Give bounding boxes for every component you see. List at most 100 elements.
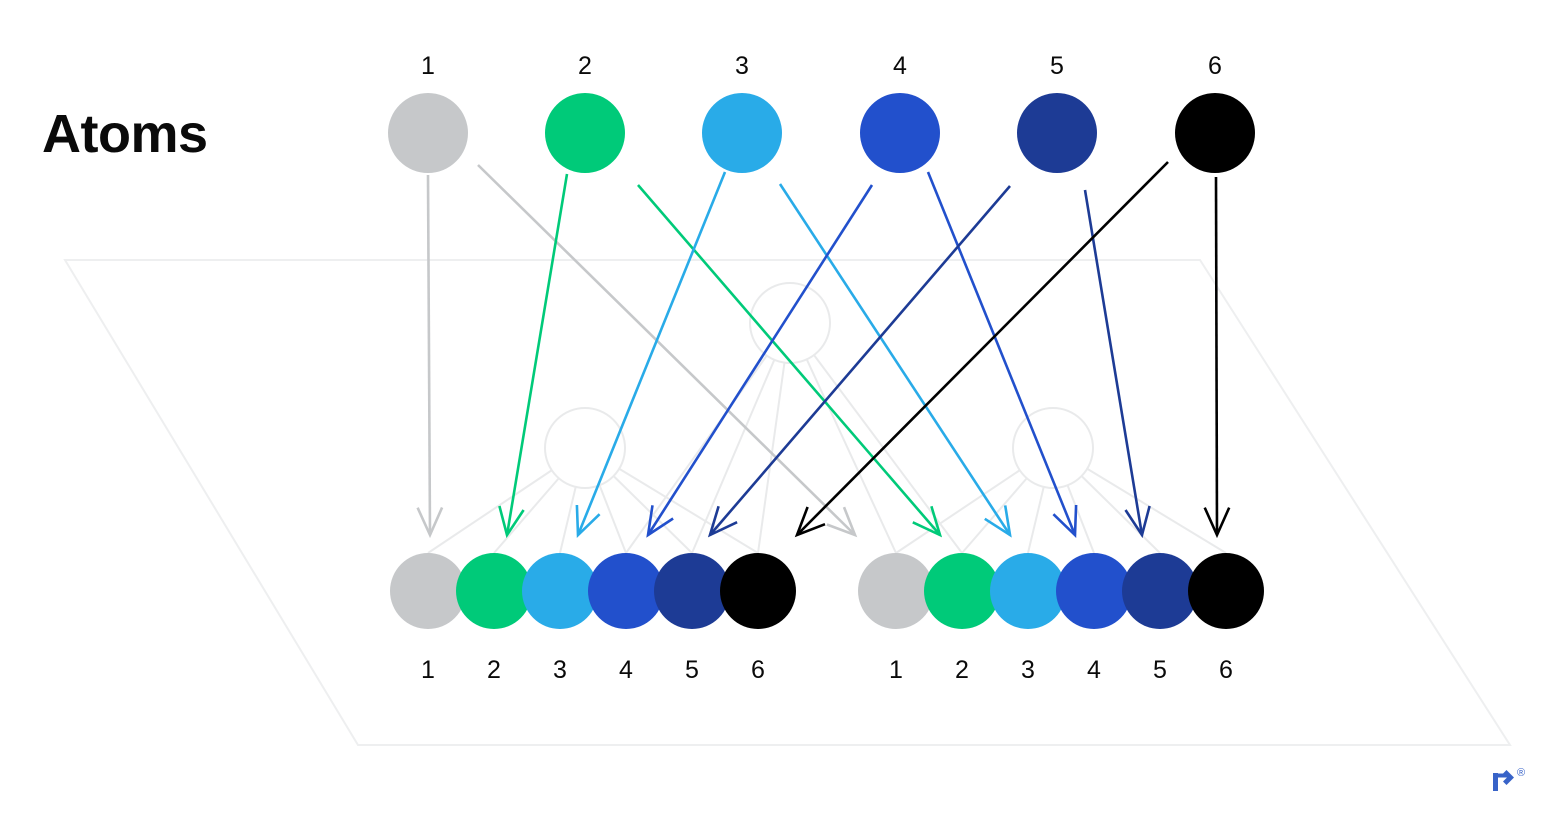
arrow-atom2-to-right-2 — [637, 184, 943, 538]
atom-circle-2[interactable] — [545, 93, 625, 173]
connection-arrows-layer — [416, 161, 1231, 539]
arrow-atom4-to-left-4 — [646, 184, 874, 538]
cluster-left-label-4: 4 — [619, 656, 633, 684]
atom-label-3: 3 — [735, 52, 749, 80]
registered-mark: ® — [1517, 767, 1525, 779]
atom-circle-3[interactable] — [702, 93, 782, 173]
ghost-left-fan-line-2 — [493, 477, 560, 554]
arrow-shaft — [709, 185, 1011, 536]
toptal-logo[interactable]: ® — [1493, 767, 1525, 791]
ghost-left-circle — [544, 407, 626, 489]
arrow-atom1-to-left-1 — [416, 174, 444, 539]
arrow-atom6-to-right-6 — [1203, 176, 1231, 539]
arrow-head — [575, 504, 601, 538]
atom-circle-6[interactable] — [1175, 93, 1255, 173]
plane-outline — [63, 259, 1512, 746]
cluster-right-label-1: 1 — [889, 656, 903, 684]
arrow-shaft — [778, 183, 1012, 536]
cluster-right-circle-2[interactable] — [924, 553, 1000, 629]
cluster-left-circle-4[interactable] — [588, 553, 664, 629]
atom-5[interactable]: 5 — [1017, 52, 1097, 173]
cluster-left-label-5: 5 — [685, 656, 699, 684]
cluster-right-label-4: 4 — [1087, 656, 1101, 684]
cluster-left-label-1: 1 — [421, 656, 435, 684]
atom-6[interactable]: 6 — [1175, 52, 1255, 173]
arrow-head — [416, 506, 444, 539]
ghost-left-fan-line-5 — [612, 475, 693, 554]
atom-label-1: 1 — [421, 52, 435, 80]
arrow-atom2-to-left-2 — [498, 173, 569, 539]
cluster-right-circle-3[interactable] — [990, 553, 1066, 629]
atom-circle-1[interactable] — [388, 93, 468, 173]
background-plane — [63, 259, 1512, 746]
atom-label-5: 5 — [1050, 52, 1064, 80]
cluster-left-label-6: 6 — [751, 656, 765, 684]
toptal-logo-mark — [1493, 770, 1514, 791]
arrow-atom5-to-right-5 — [1083, 189, 1151, 539]
arrow-atom3-to-right-3 — [778, 183, 1012, 538]
ghost-right-circle — [1012, 407, 1094, 489]
atom-1[interactable]: 1 — [388, 52, 468, 173]
cluster-left: 1 2 3 4 5 6 — [390, 553, 796, 684]
arrow-shaft — [637, 184, 941, 536]
cluster-right-label-2: 2 — [955, 656, 969, 684]
ghost-right-fan-line-2 — [961, 477, 1028, 554]
cluster-left-label-2: 2 — [487, 656, 501, 684]
atom-label-4: 4 — [893, 52, 907, 80]
cluster-right-circle-6[interactable] — [1188, 553, 1264, 629]
ghost-top-circle — [749, 282, 831, 364]
ghost-left-fan-line-3 — [559, 486, 577, 554]
arrow-atom1-to-right-1 — [477, 164, 858, 538]
ghost-top-fan-line-5 — [813, 354, 963, 554]
arrow-head — [794, 506, 826, 538]
cluster-left-circle-1[interactable] — [390, 553, 466, 629]
ghost-top-fan-line-1 — [625, 354, 768, 554]
arrow-shaft — [926, 171, 1077, 536]
atom-3[interactable]: 3 — [702, 52, 782, 173]
cluster-left-label-3: 3 — [553, 656, 567, 684]
cluster-left-circle-3[interactable] — [522, 553, 598, 629]
arrow-atom3-to-left-3 — [575, 171, 727, 538]
arrow-atom6-to-left-6 — [794, 161, 1169, 538]
ghost-left-fan-line-4 — [598, 484, 627, 554]
atom-4[interactable]: 4 — [860, 52, 940, 173]
arrow-shaft — [426, 174, 432, 536]
arrow-shaft — [646, 184, 874, 536]
arrow-head — [707, 505, 738, 538]
cluster-right-label-6: 6 — [1219, 656, 1233, 684]
atom-label-6: 6 — [1208, 52, 1222, 80]
ghost-top-fan-line-4 — [805, 358, 897, 554]
cluster-right-circle-5[interactable] — [1122, 553, 1198, 629]
cluster-right-circle-1[interactable] — [858, 553, 934, 629]
arrow-shaft — [796, 161, 1169, 536]
page-title: Atoms — [42, 104, 208, 164]
arrow-head — [1124, 505, 1151, 539]
cluster-left-circle-6[interactable] — [720, 553, 796, 629]
arrow-head — [498, 505, 525, 539]
atom-circle-4[interactable] — [860, 93, 940, 173]
cluster-left-circle-2[interactable] — [456, 553, 532, 629]
ghost-left-fan-line-1 — [427, 469, 553, 554]
arrow-head — [984, 505, 1012, 538]
ghost-top-fan-line-3 — [757, 362, 786, 554]
atom-circle-5[interactable] — [1017, 93, 1097, 173]
arrow-atom5-to-left-5 — [707, 185, 1011, 538]
arrow-head — [1203, 507, 1231, 539]
atoms-row: 1 2 3 4 5 6 — [388, 52, 1255, 173]
arrow-head — [826, 506, 858, 538]
atom-2[interactable]: 2 — [545, 52, 625, 173]
arrow-shaft — [1083, 189, 1144, 536]
ghost-right-fan-line-6 — [1086, 467, 1227, 554]
ghost-right-fan-line-5 — [1080, 475, 1161, 554]
cluster-right-label-5: 5 — [1153, 656, 1167, 684]
cluster-left-circle-5[interactable] — [654, 553, 730, 629]
cluster-right-circle-4[interactable] — [1056, 553, 1132, 629]
arrow-shaft — [1214, 176, 1219, 536]
ghost-right-fan-line-1 — [895, 469, 1021, 554]
arrow-head — [1052, 504, 1078, 538]
arrow-head — [912, 505, 943, 538]
